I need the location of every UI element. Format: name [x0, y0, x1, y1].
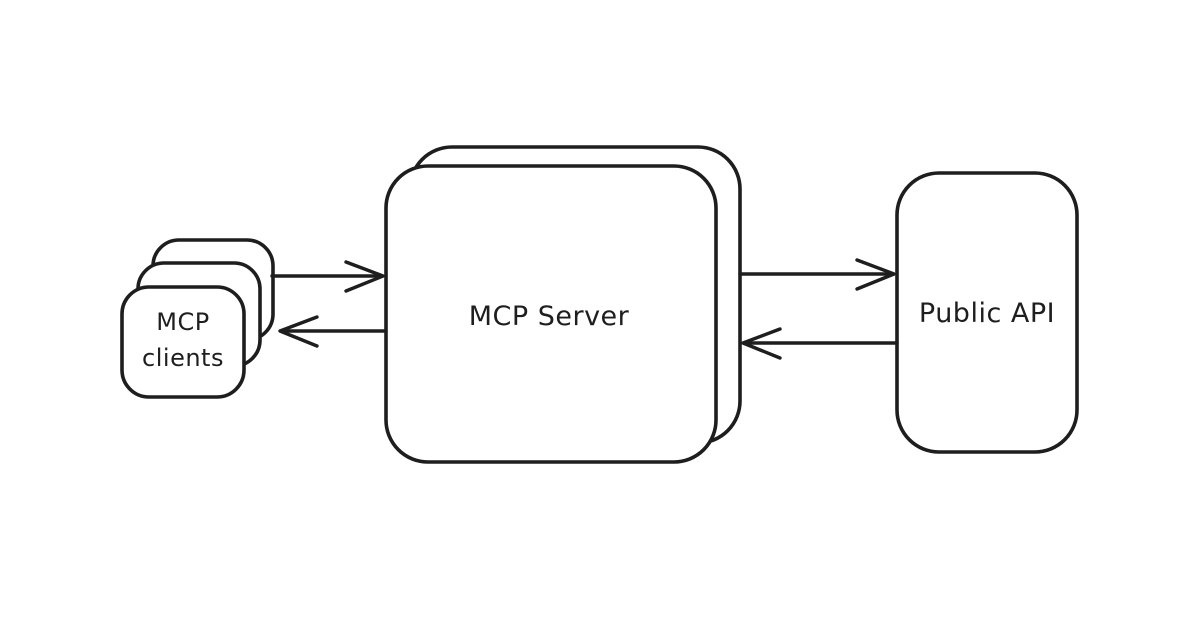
public-api-label: Public API: [919, 298, 1055, 329]
client-card-front: [120, 285, 246, 399]
arrow-right-head-icon: [344, 260, 385, 293]
server-card-front: [384, 164, 718, 464]
mcp-server-node: MCP Server: [384, 145, 742, 464]
public-api-card: [895, 171, 1079, 454]
arrow-right-head-icon: [855, 258, 896, 291]
arrow-server-to-clients: [278, 315, 388, 348]
mcp-clients-node: MCP clients: [120, 238, 275, 399]
mcp-clients-label-line1: MCP: [156, 308, 209, 336]
arrow-left-head-icon: [741, 327, 782, 360]
arrow-server-to-api: [738, 258, 896, 291]
arrow-clients-to-server: [270, 260, 385, 293]
arrow-api-to-server: [741, 327, 899, 360]
arrow-left-head-icon: [278, 315, 319, 348]
public-api-node: Public API: [895, 171, 1079, 454]
mcp-clients-label-line2: clients: [142, 344, 224, 372]
mcp-server-label: MCP Server: [469, 301, 630, 332]
